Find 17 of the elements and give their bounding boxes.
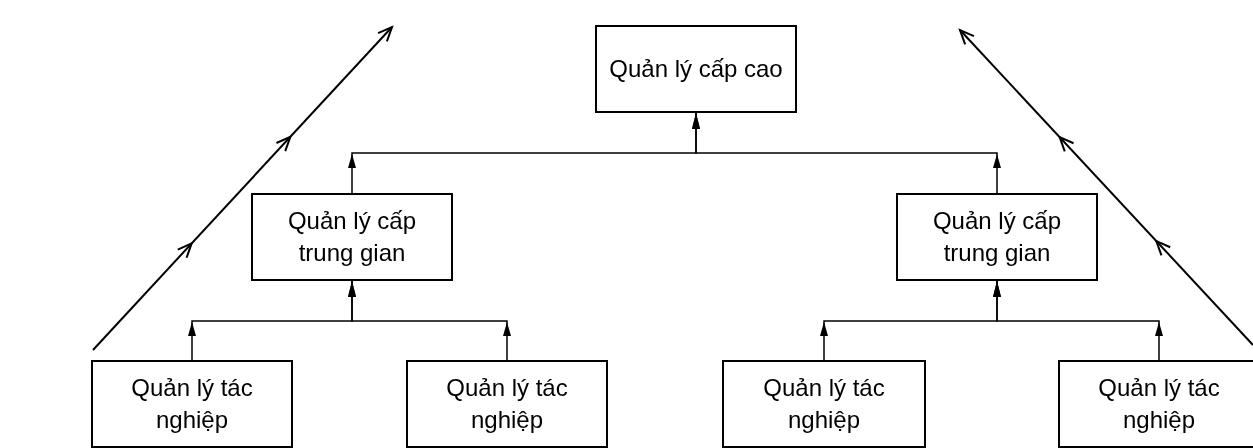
process-box <box>406 360 608 448</box>
process-box <box>722 360 926 448</box>
process-box <box>896 193 1098 281</box>
connector-arrow <box>692 112 998 194</box>
box-label: Quản lý cấp cao <box>609 54 783 84</box>
connector-arrow <box>993 280 1160 361</box>
box-label: Quản lý cấp trung gian <box>931 206 1063 268</box>
box-label: Quản lý tác nghiệp <box>1097 373 1221 435</box>
box-label: Quản lý tác nghiệp <box>445 373 569 435</box>
box-label: Quản lý cấp trung gian <box>286 206 418 268</box>
box-label: Quản lý tác nghiệp <box>130 373 254 435</box>
connector-arrow <box>348 280 508 361</box>
process-box <box>91 360 293 448</box>
box-label: Quản lý tác nghiệp <box>762 373 886 435</box>
process-box <box>251 193 453 281</box>
process-box <box>1058 360 1253 448</box>
process-box <box>595 25 797 113</box>
